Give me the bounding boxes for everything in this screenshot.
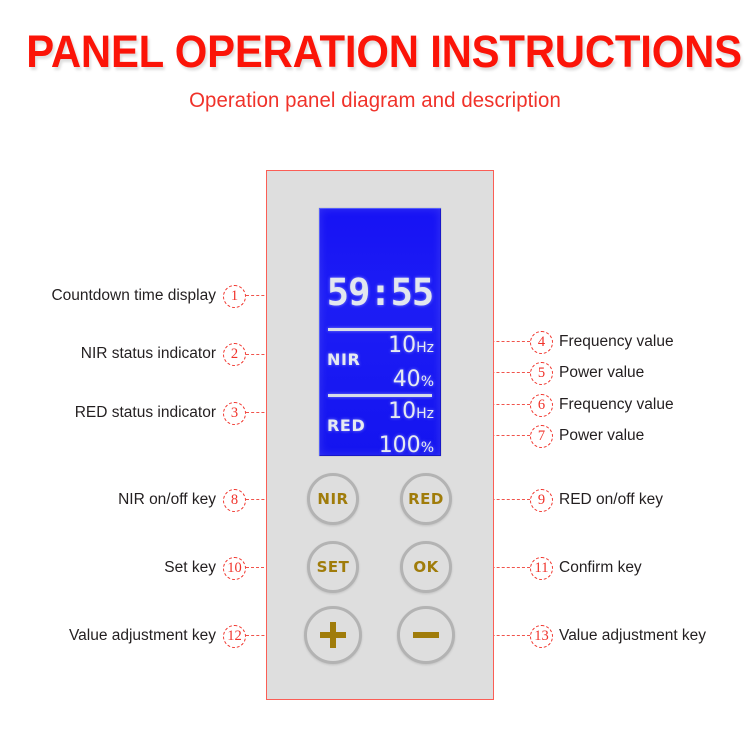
red-power-unit: % [420, 440, 434, 456]
nir-on-off-key[interactable]: NIR [307, 473, 359, 525]
header: PANEL OPERATION INSTRUCTIONS Operation p… [0, 0, 750, 113]
red-frequency-number: 10 [388, 399, 417, 424]
minus-icon [413, 622, 439, 648]
lcd-row-nir: NIR 10Hz 40% [319, 330, 441, 394]
callout-7-badge: 7 [530, 424, 553, 448]
value-decrease-key[interactable] [397, 606, 455, 664]
red-values: 10Hz 100% [379, 396, 434, 456]
nir-values: 10Hz 40% [388, 330, 434, 398]
callout-11: 11 Confirm key [530, 555, 642, 581]
callout-3-badge: 3 [223, 401, 246, 425]
callout-5-badge: 5 [530, 361, 553, 385]
callout-13-label: Value adjustment key [559, 627, 707, 645]
callout-12-label: Value adjustment key [68, 627, 216, 645]
callout-3-label: RED status indicator [74, 404, 216, 422]
callout-5-label: Power value [559, 364, 645, 382]
set-button-label: SET [316, 558, 350, 576]
callout-9: 9 RED on/off key [530, 487, 663, 513]
callout-12: Value adjustment key 12 [0, 623, 246, 649]
countdown-time-display: 59:55 [326, 271, 434, 314]
callout-7: 7 Power value [530, 423, 644, 449]
callout-10-badge: 10 [223, 556, 246, 580]
callout-12-badge: 12 [223, 624, 246, 648]
set-key[interactable]: SET [307, 541, 359, 593]
callout-1-badge: 1 [223, 284, 246, 308]
callout-11-label: Confirm key [559, 559, 642, 577]
nir-button-label: NIR [317, 490, 349, 508]
callout-13-badge: 13 [530, 624, 553, 648]
nir-status-indicator: NIR [327, 350, 361, 369]
red-on-off-key[interactable]: RED [400, 473, 452, 525]
callout-13: 13 Value adjustment key [530, 623, 706, 649]
callout-8-label: NIR on/off key [118, 491, 216, 509]
red-frequency-unit: Hz [416, 406, 434, 422]
red-power-value: 100% [379, 430, 434, 456]
callout-10-label: Set key [164, 559, 216, 577]
red-power-number: 100 [378, 433, 421, 456]
value-increase-key[interactable] [304, 606, 362, 664]
callout-5: 5 Power value [530, 360, 644, 386]
callout-2-label: NIR status indicator [80, 345, 216, 363]
callout-4-label: Frequency value [559, 333, 674, 351]
nir-frequency-value: 10Hz [388, 330, 434, 364]
red-status-indicator: RED [327, 416, 366, 435]
callout-2: NIR status indicator 2 [0, 341, 246, 367]
callout-6-label: Frequency value [559, 396, 674, 414]
callout-8-badge: 8 [223, 488, 246, 512]
callout-9-badge: 9 [530, 488, 553, 512]
lcd-screen: 59:55 NIR 10Hz 40% RED 10Hz 100% [319, 208, 441, 456]
nir-power-number: 40 [392, 367, 421, 392]
red-frequency-value: 10Hz [379, 396, 434, 430]
page-title: PANEL OPERATION INSTRUCTIONS [26, 26, 742, 77]
nir-frequency-number: 10 [388, 333, 417, 358]
page-subtitle: Operation panel diagram and description [189, 89, 561, 113]
callout-9-label: RED on/off key [559, 491, 663, 509]
callout-4-badge: 4 [530, 330, 553, 354]
lcd-divider [328, 394, 432, 397]
callout-10: Set key 10 [0, 555, 246, 581]
lcd-row-red: RED 10Hz 100% [319, 396, 441, 456]
red-button-label: RED [408, 490, 444, 508]
callout-2-badge: 2 [223, 342, 246, 366]
ok-key[interactable]: OK [400, 541, 452, 593]
callout-7-label: Power value [559, 427, 645, 445]
callout-11-badge: 11 [530, 556, 553, 580]
plus-icon [320, 622, 346, 648]
callout-6: 6 Frequency value [530, 392, 674, 418]
nir-power-unit: % [420, 374, 434, 390]
callout-6-badge: 6 [530, 393, 553, 417]
callout-1: Countdown time display 1 [0, 283, 246, 309]
callout-4: 4 Frequency value [530, 329, 674, 355]
nir-power-value: 40% [388, 364, 434, 398]
lcd-divider [328, 328, 432, 331]
callout-1-label: Countdown time display [51, 287, 216, 305]
ok-button-label: OK [413, 558, 439, 576]
callout-8: NIR on/off key 8 [0, 487, 246, 513]
nir-frequency-unit: Hz [416, 340, 434, 356]
callout-3: RED status indicator 3 [0, 400, 246, 426]
